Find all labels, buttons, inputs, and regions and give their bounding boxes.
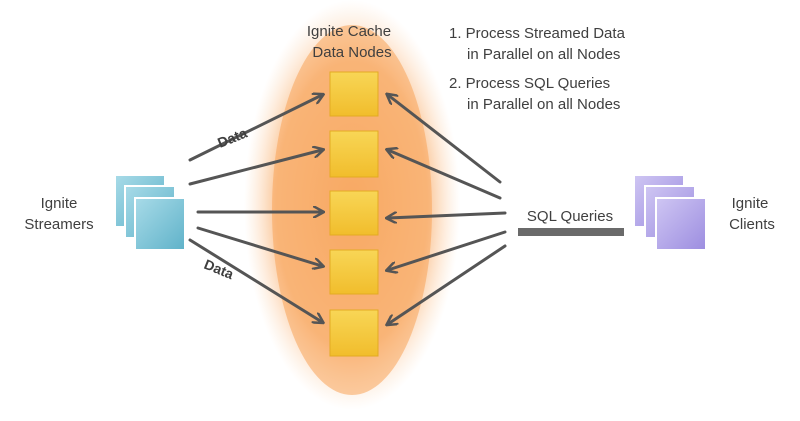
clients-label-line1: Ignite — [732, 195, 769, 212]
streamers-label-line2: Streamers — [24, 216, 93, 233]
step1-line2: in Parallel on all Nodes — [467, 46, 620, 63]
data-node-4 — [329, 249, 379, 295]
streamers-stack — [114, 174, 186, 251]
data-node-1 — [329, 71, 379, 117]
sql-queries-label: SQL Queries — [527, 208, 613, 225]
data-node-2 — [329, 130, 379, 178]
step1-line1: 1. Process Streamed Data — [449, 25, 626, 42]
clients-label-line2: Clients — [729, 216, 775, 233]
cache-title-line2: Data Nodes — [312, 44, 391, 61]
data-label-bottom: Data — [202, 256, 236, 282]
sql-arrows — [388, 95, 507, 324]
stream-arrows — [188, 95, 322, 322]
data-nodes — [329, 71, 379, 357]
clients-stack — [633, 174, 707, 251]
data-label-top: Data — [215, 124, 249, 150]
sql-client-link — [518, 228, 624, 236]
step2-line1: 2. Process SQL Queries — [449, 75, 610, 92]
streamers-label-line1: Ignite — [41, 195, 78, 212]
step2-line2: in Parallel on all Nodes — [467, 96, 620, 113]
data-node-3 — [329, 190, 379, 236]
data-node-5 — [329, 309, 379, 357]
cache-title-line1: Ignite Cache — [307, 23, 391, 40]
